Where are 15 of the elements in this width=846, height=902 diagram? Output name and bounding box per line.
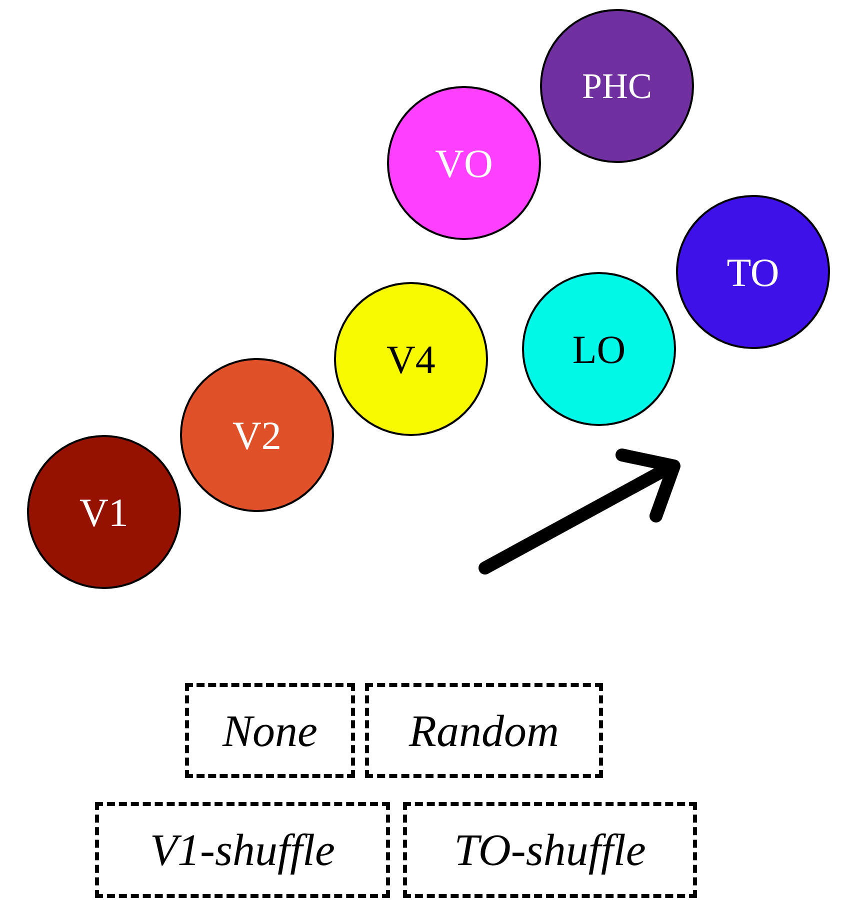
area-label: PHC <box>582 65 652 107</box>
condition-box <box>95 802 390 898</box>
condition-box <box>365 683 603 778</box>
condition-label: None <box>222 704 318 756</box>
condition-label: TO-shuffle <box>454 824 646 876</box>
area-label: V4 <box>386 336 436 382</box>
area-label: VO <box>435 140 493 186</box>
area-label: TO <box>726 248 780 296</box>
area-label: V1 <box>80 488 128 536</box>
condition-label: V1-shuffle <box>150 824 335 876</box>
area-label: LO <box>572 326 626 372</box>
condition-box <box>185 683 355 778</box>
condition-label: Random <box>409 704 559 756</box>
area-label: V2 <box>232 412 282 458</box>
condition-box <box>403 802 697 898</box>
